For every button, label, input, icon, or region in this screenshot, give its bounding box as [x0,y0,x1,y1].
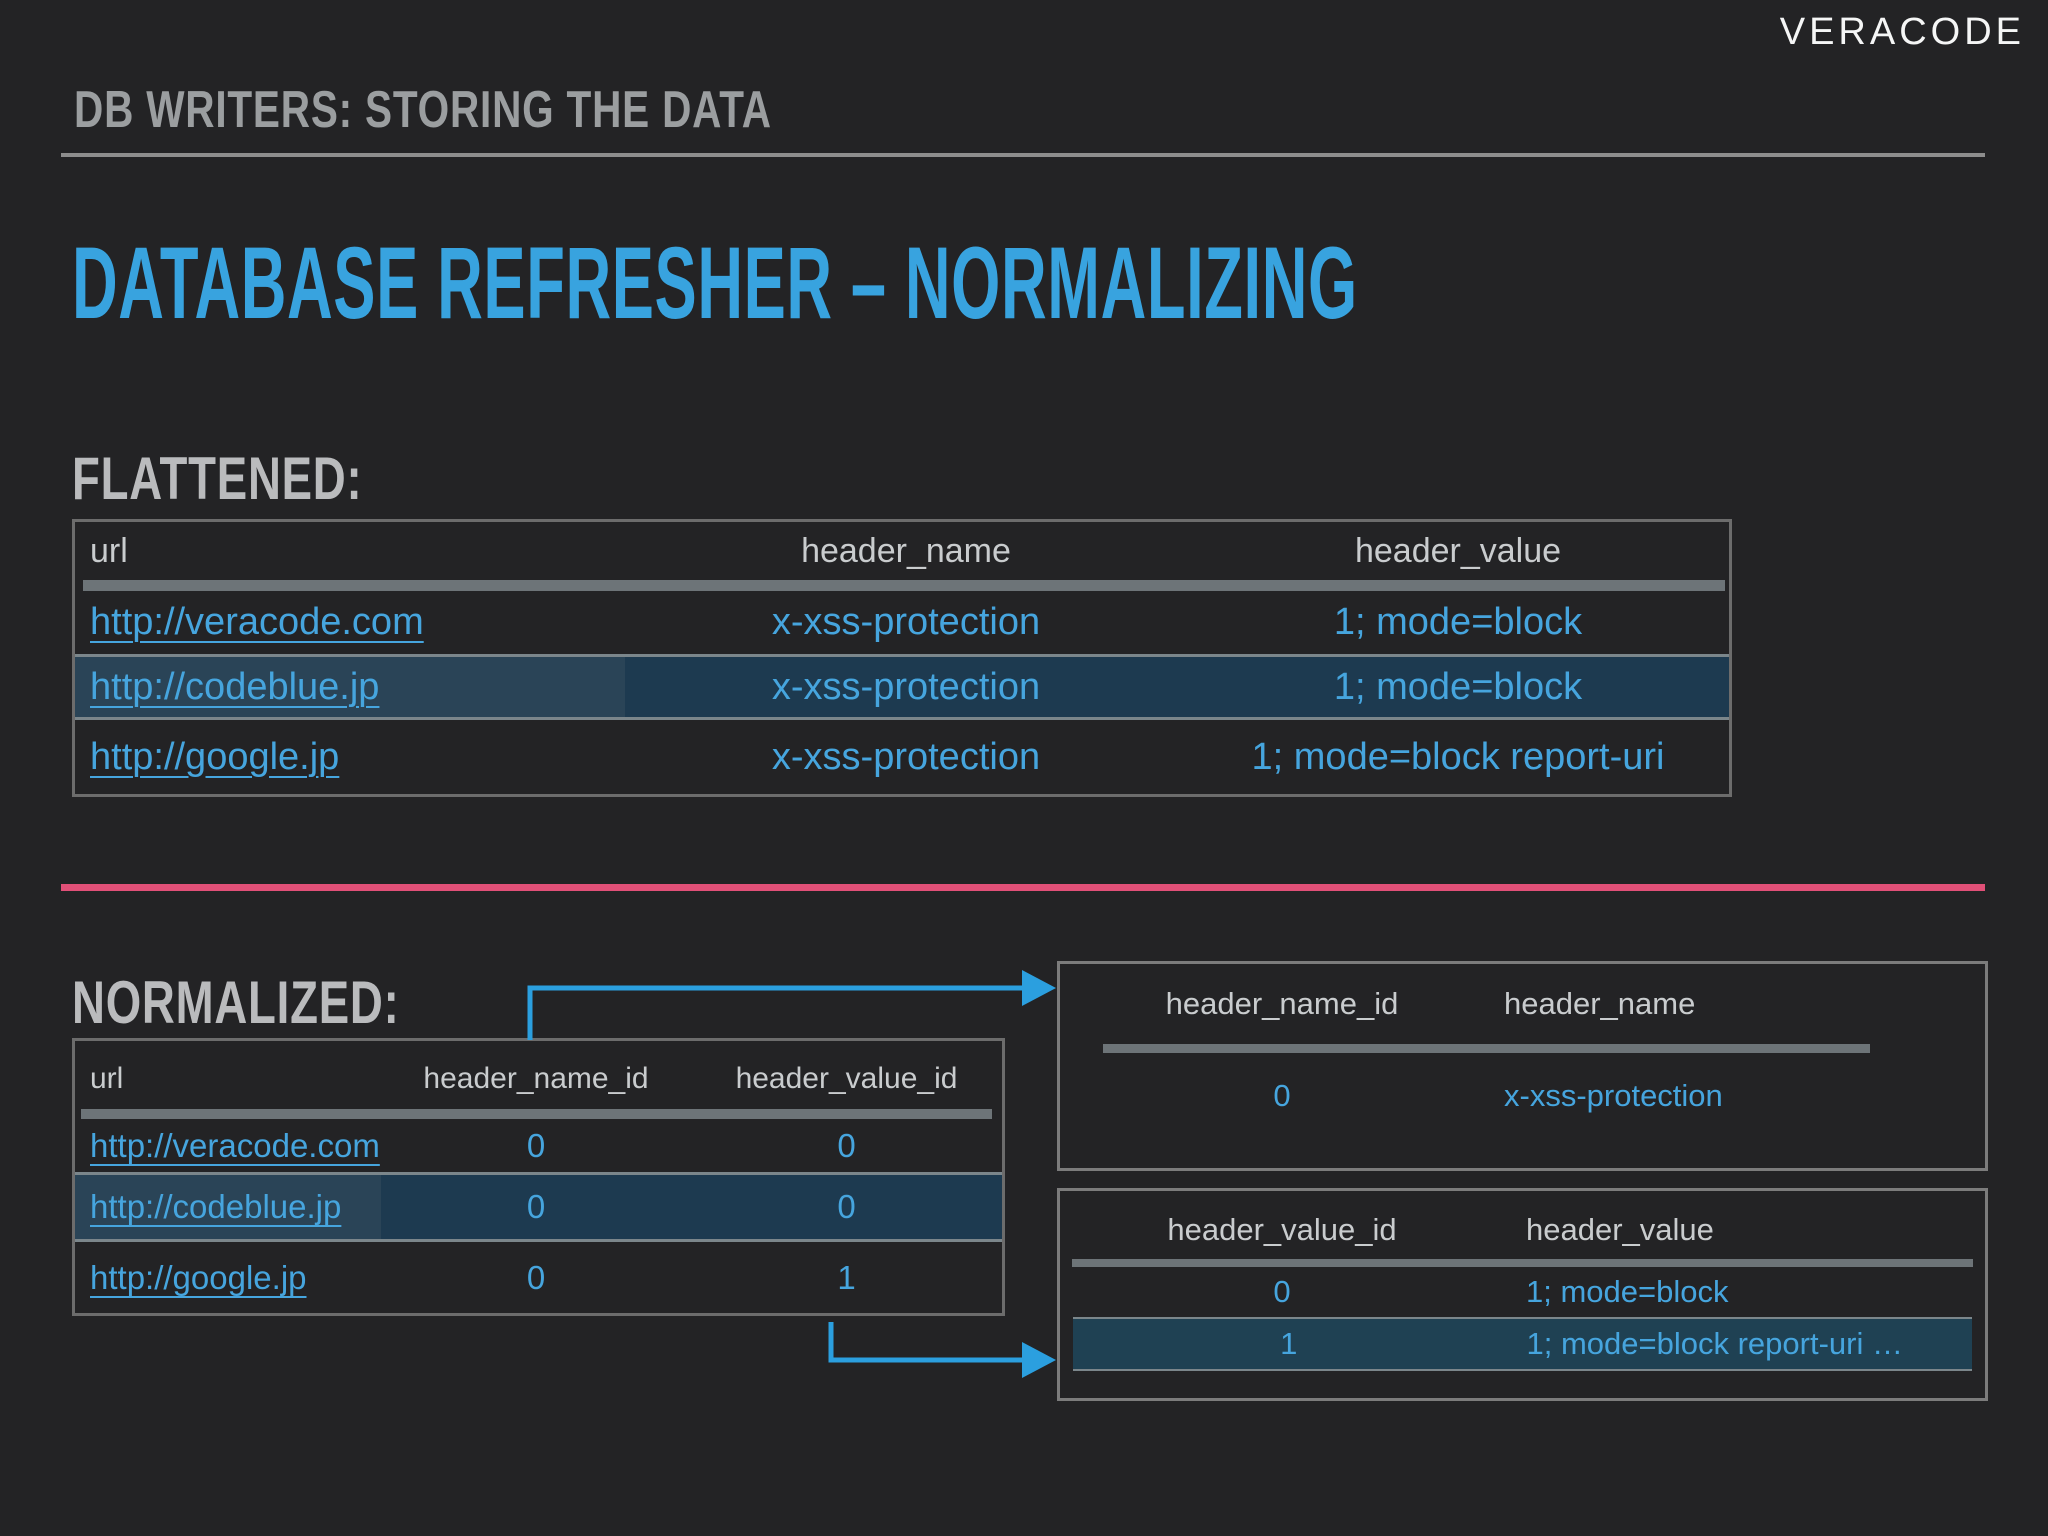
column-header-header-value-id: header_value_id [1167,1212,1397,1247]
lookup-header-row: header_value_id header_value [1060,1191,1985,1259]
url-link[interactable]: http://google.jp [90,735,340,778]
url-link[interactable]: http://google.jp [90,1258,307,1296]
table-row: http://google.jp 0 1 [75,1242,1002,1313]
flattened-header-row: url header_name header_value [75,522,1729,580]
flattened-table: url header_name header_value http://vera… [72,519,1732,797]
header-separator-bar [1072,1259,1973,1267]
arrow-to-header-value-table [828,1322,1056,1378]
arrow-to-header-name-table [527,970,1056,1040]
table-row: 0 x-xss-protection [1060,1053,1985,1138]
cell-header-value: 1; mode=block [1526,1274,1729,1309]
column-header-url: url [90,1062,124,1095]
cell-header-value: 1; mode=block [1187,657,1729,717]
table-row: http://google.jp x-xss-protection 1; mod… [75,720,1729,794]
column-header-header-name-id: header_name_id [423,1062,649,1095]
normalized-label: NORMALIZED: [72,969,400,1036]
table-row: 0 1; mode=block [1060,1267,1985,1317]
header-value-lookup-table: header_value_id header_value 0 1; mode=b… [1057,1188,1988,1401]
normalized-table: url header_name_id header_value_id http:… [72,1038,1005,1316]
normalized-header-row: url header_name_id header_value_id [75,1041,1002,1109]
cell-header-value-id: 0 [1273,1274,1291,1309]
header-separator-bar [83,580,1725,591]
cell-header-name-id: 0 [381,1175,691,1239]
veracode-logo: VERACODE [1779,11,2025,53]
url-link[interactable]: http://codeblue.jp [90,665,380,708]
cell-url: http://google.jp [75,720,625,794]
column-header-header-value-id: header_value_id [735,1062,958,1095]
cell-header-value: 1; mode=block report-uri [1251,735,1665,778]
cell-url: http://veracode.com [75,1119,381,1172]
cell-header-value-id: 0 [837,1126,856,1164]
cell-url: http://codeblue.jp [75,1175,381,1239]
cell-header-name-id: 0 [1273,1077,1291,1113]
section-divider [61,884,1985,891]
cell-url: http://veracode.com [75,591,625,654]
cell-header-name-id: 0 [526,1258,546,1296]
table-row-highlighted: http://codeblue.jp x-xss-protection 1; m… [75,654,1729,720]
table-row-highlighted: 1 1; mode=block report-uri … [1073,1317,1972,1371]
table-row: http://veracode.com x-xss-protection 1; … [75,591,1729,654]
page-title: DATABASE REFRESHER – NORMALIZING [72,226,1358,340]
table-row: http://veracode.com 0 0 [75,1119,1002,1172]
lookup-header-row: header_name_id header_name [1060,964,1985,1044]
cell-url: http://google.jp [75,1242,381,1313]
cell-header-name: x-xss-protection [1504,1077,1723,1113]
url-link[interactable]: http://veracode.com [90,1126,380,1164]
cell-header-value-id: 0 [691,1175,1002,1239]
header-separator-bar [1103,1044,1870,1053]
cell-header-name: x-xss-protection [771,735,1041,778]
column-header-url: url [90,531,128,570]
column-header-header-value: header_value [1526,1212,1714,1247]
cell-header-name: x-xss-protection [625,657,1187,717]
cell-header-value: 1; mode=block report-uri … [1504,1319,1972,1369]
kicker-divider [61,153,1985,157]
slide-kicker: DB WRITERS: STORING THE DATA [74,81,772,139]
cell-header-value: 1; mode=block [1333,601,1583,643]
table-row-highlighted: http://codeblue.jp 0 0 [75,1172,1002,1242]
cell-header-name-id: 0 [526,1126,546,1164]
cell-url: http://codeblue.jp [75,657,625,717]
cell-header-value-id: 1 [1073,1319,1505,1369]
flattened-label: FLATTENED: [72,445,363,512]
url-link[interactable]: http://veracode.com [90,601,424,643]
column-header-header-name: header_name [1504,986,1696,1021]
header-name-lookup-table: header_name_id header_name 0 x-xss-prote… [1057,961,1988,1171]
header-separator-bar [81,1109,992,1119]
cell-header-value-id: 1 [837,1258,856,1296]
column-header-header-value: header_value [1354,531,1562,570]
column-header-header-name: header_name [801,531,1011,570]
url-link[interactable]: http://codeblue.jp [90,1188,342,1225]
cell-header-name: x-xss-protection [771,601,1041,643]
column-header-header-name-id: header_name_id [1165,986,1399,1021]
